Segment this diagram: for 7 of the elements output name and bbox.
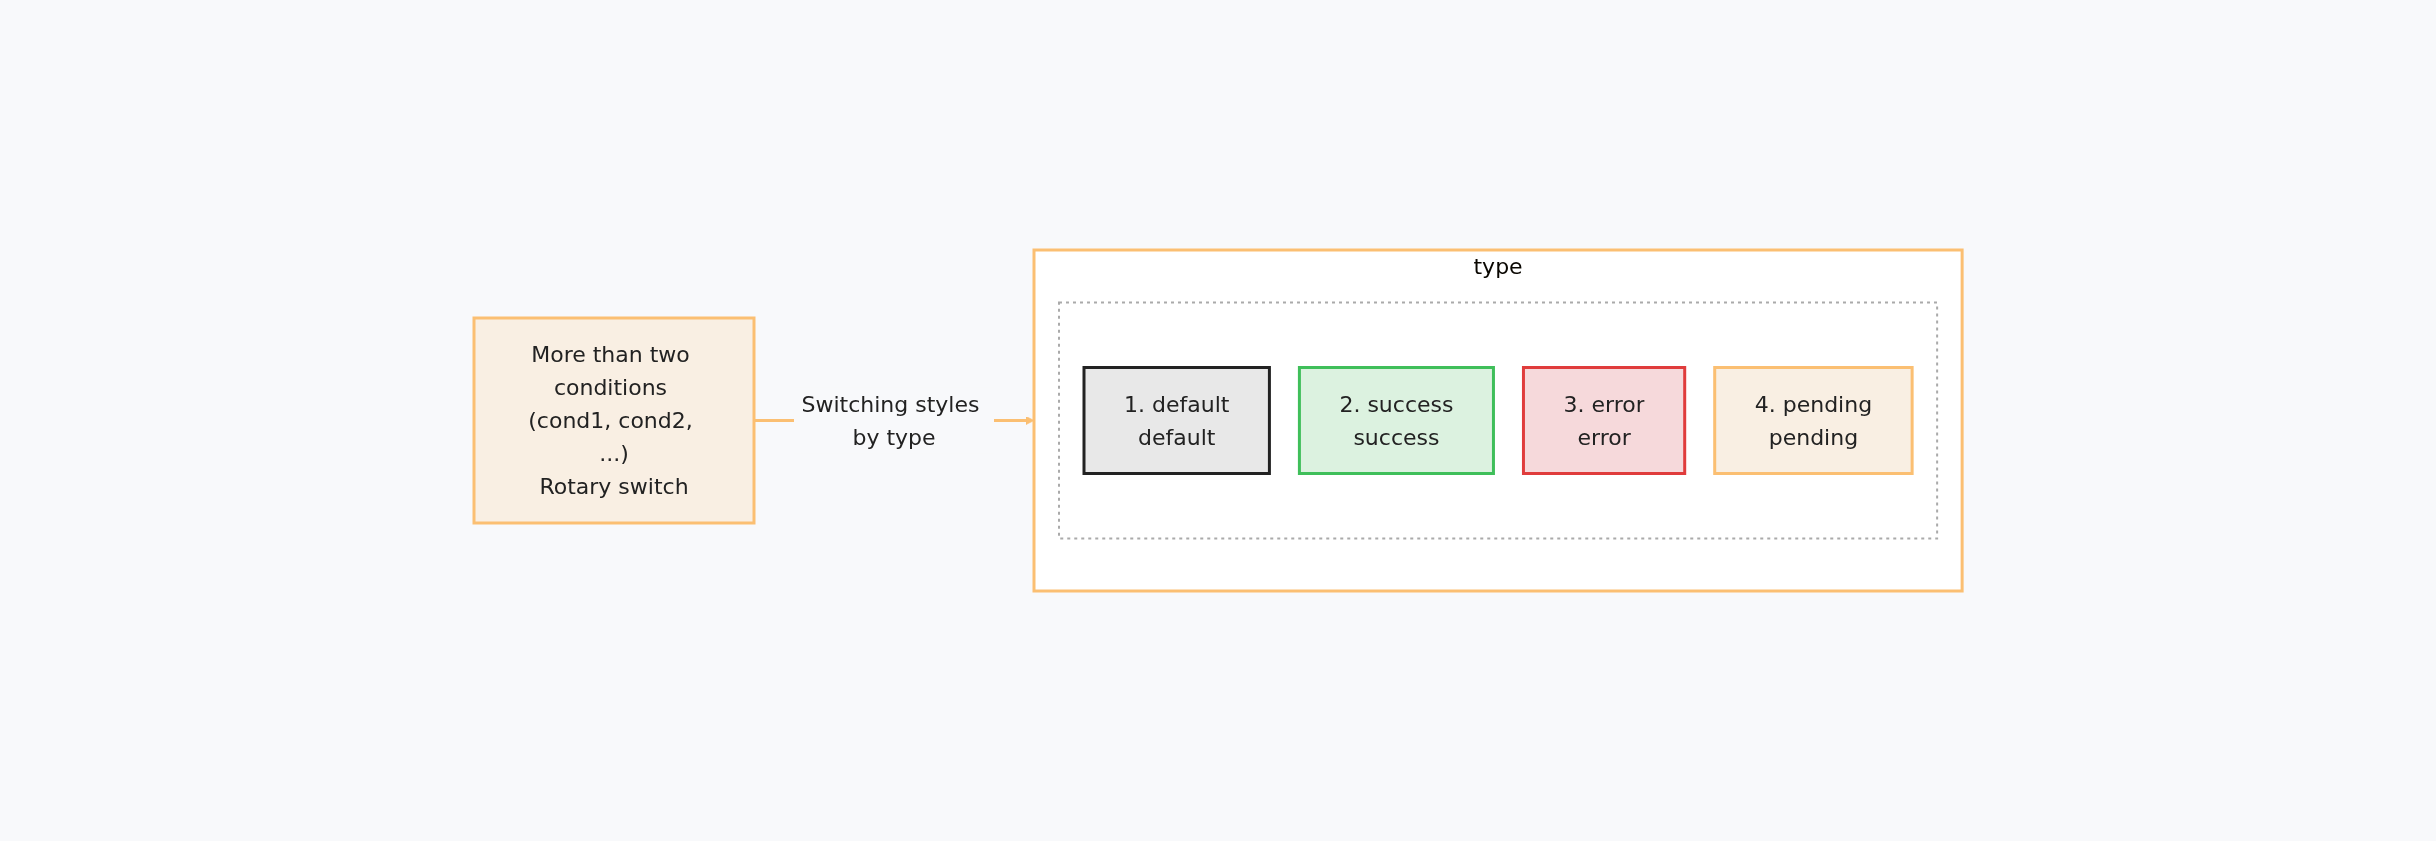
node-box: 1. default default — [1082, 366, 1271, 475]
node-box: 2. success success — [1297, 366, 1495, 475]
node-box: 3. error error — [1521, 366, 1687, 475]
cluster — [1057, 301, 1939, 540]
edge-label: Switching styles by type — [801, 391, 980, 450]
node-box: 4. pending pending — [1713, 366, 1914, 475]
node-box: More than two conditions (cond1, cond2, ...) Rotary switch — [472, 316, 756, 525]
